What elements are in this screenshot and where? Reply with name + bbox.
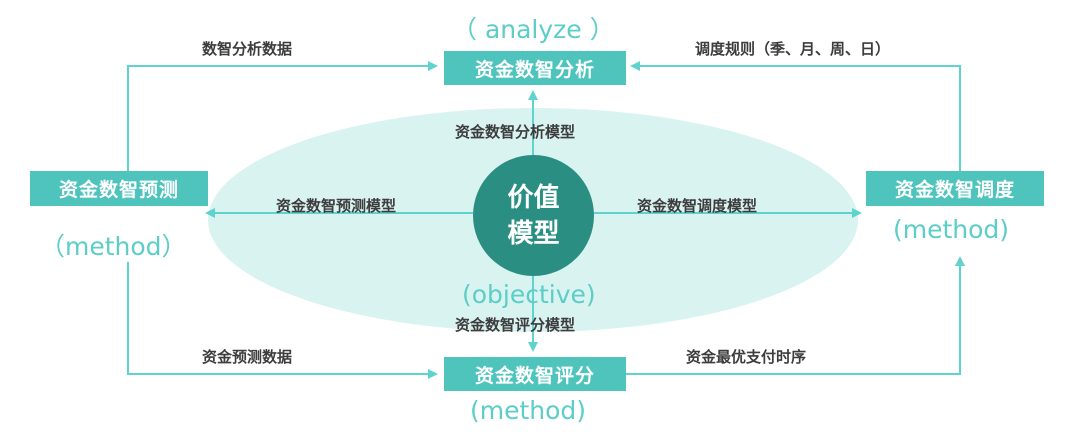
arrow-forecast-to-analyze: [127, 61, 438, 172]
schedule-method-tag: (method): [893, 215, 1010, 244]
flow-label-forecast-data: 资金预测数据: [202, 348, 293, 366]
score-method-tag: (method): [470, 396, 587, 425]
value-model-line2: 模型: [507, 218, 560, 249]
score-model-label: 资金数智评分模型: [455, 316, 576, 334]
analyze-method-tag: （ analyze ）: [452, 15, 615, 44]
forecast-model-label: 资金数智预测模型: [276, 197, 397, 215]
value-model-line1: 价值: [507, 182, 560, 213]
schedule-node: 资金数智调度: [866, 171, 1044, 206]
forecast-node: 资金数智预测: [30, 171, 208, 206]
flow-label-analysis-data: 数智分析数据: [202, 40, 293, 58]
flow-label-schedule-rules: 调度规则（季、月、周、日）: [695, 40, 891, 58]
score-node: 资金数智评分: [444, 357, 626, 391]
flow-label-payment-sequence: 资金最优支付时序: [686, 348, 807, 366]
analyze-model-label: 资金数智分析模型: [455, 123, 576, 141]
schedule-model-label: 资金数智调度模型: [637, 197, 758, 215]
forecast-method-tag: （method）: [40, 232, 187, 261]
objective-tag: (objective): [462, 280, 596, 309]
arrow-score-to-schedule: [626, 256, 965, 375]
value-model-circle: 价值 模型: [473, 155, 594, 276]
analyze-node: 资金数智分析: [444, 51, 626, 85]
arrow-forecast-to-score: [127, 262, 438, 379]
arrow-schedule-to-analyze: [630, 61, 961, 172]
